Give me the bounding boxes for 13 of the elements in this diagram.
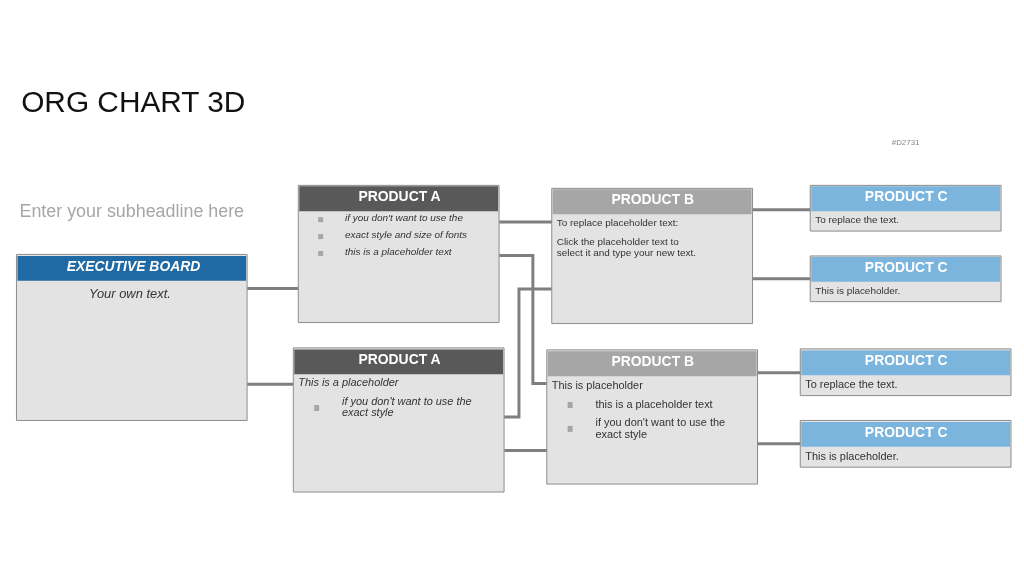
connector [757,371,801,375]
label: #D2731 [891,137,920,147]
connector [504,287,552,419]
connector [247,382,294,386]
connector [247,287,299,290]
label: Enter your subheadline here [19,200,245,221]
connector [752,208,811,212]
connector [504,449,547,452]
connector [757,442,801,446]
diagram-title: ORG CHART 3D [21,84,246,118]
connector [499,220,552,224]
connector [499,253,547,385]
connector [752,277,811,281]
